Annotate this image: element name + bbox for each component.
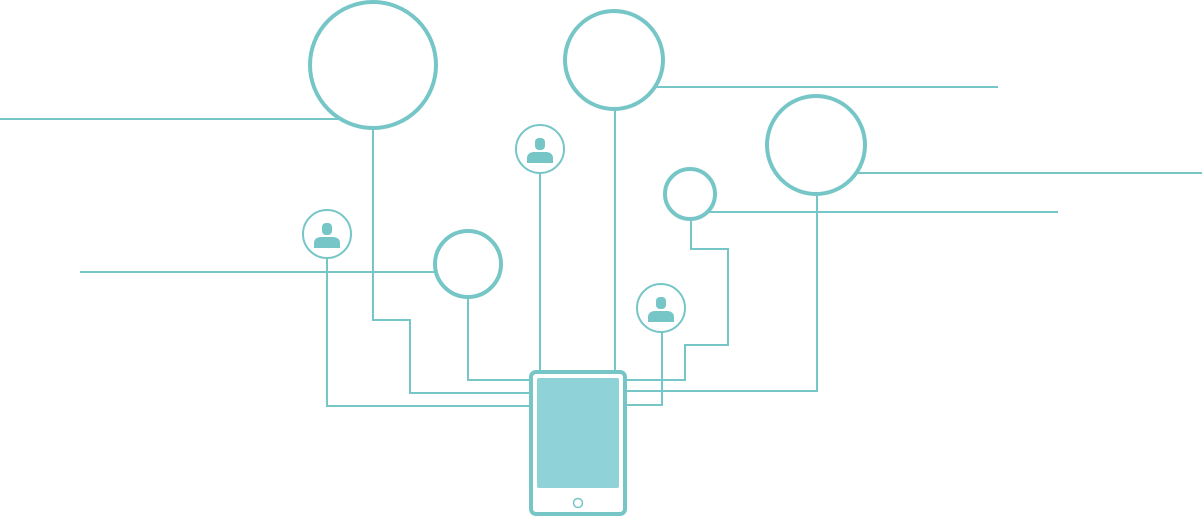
- circle-node-icon: [308, 0, 438, 130]
- circle-node-icon: [433, 229, 503, 299]
- tablet-device-icon: [529, 370, 627, 516]
- connector-path-big-circle-3: [626, 194, 818, 392]
- connector-path-big-circle-1: [372, 128, 530, 394]
- node-circles: [308, 0, 867, 299]
- user-node-2: [515, 124, 565, 174]
- connector-path-user-3: [626, 332, 663, 406]
- connector-path-user-1: [326, 258, 530, 407]
- connector-path-circle-mid: [467, 297, 530, 381]
- connector-lines: [0, 86, 1202, 407]
- user-silhouette-icon: [648, 297, 674, 322]
- user-silhouette-icon: [527, 138, 553, 163]
- tablet-home-button: [572, 497, 584, 509]
- tablet-screen: [537, 378, 619, 488]
- connector-path-small-circle: [626, 219, 729, 381]
- user-silhouette-icon: [314, 223, 340, 248]
- user-node-3: [636, 283, 686, 333]
- circle-node-icon: [563, 9, 665, 111]
- circle-node-icon: [765, 94, 867, 196]
- circle-node-icon: [663, 167, 717, 221]
- user-node-1: [302, 209, 352, 259]
